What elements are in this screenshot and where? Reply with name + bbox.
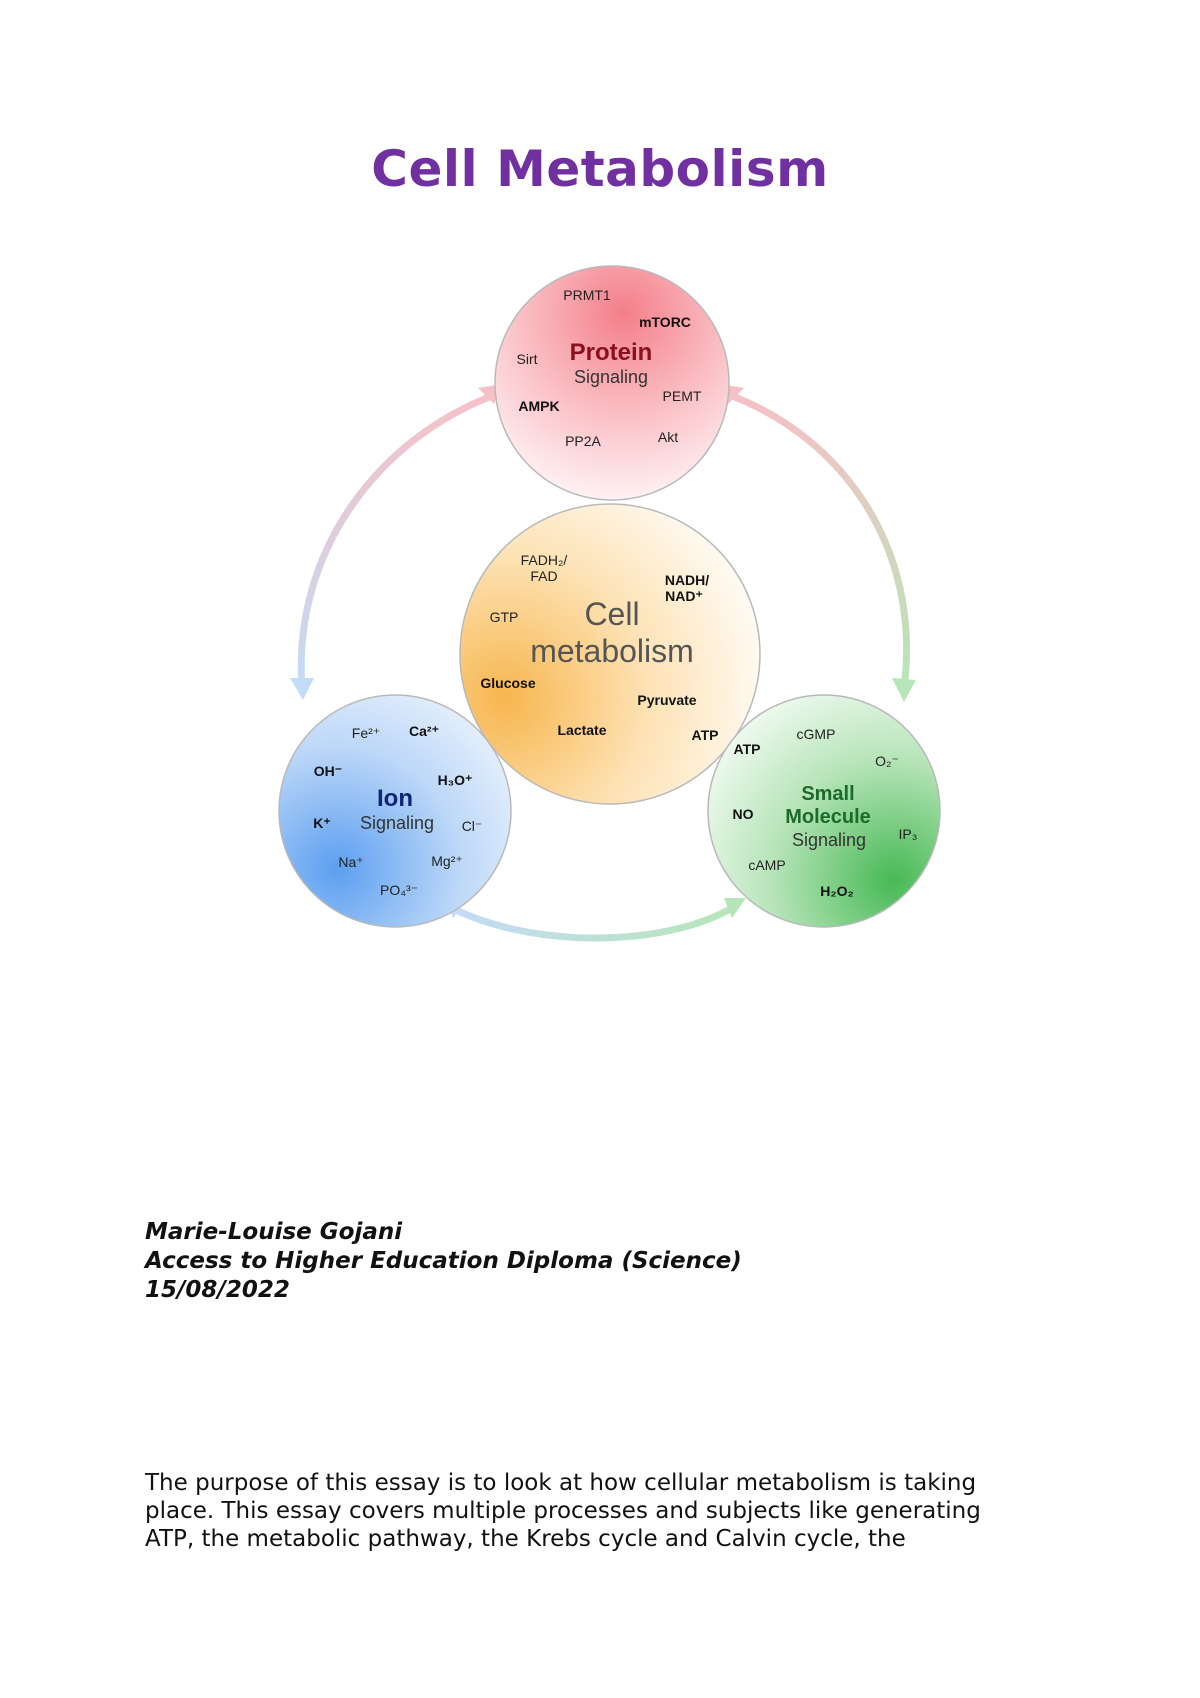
author-block: Marie-Louise Gojani Access to Higher Edu… (145, 1218, 742, 1305)
protein-item: PEMT (663, 388, 702, 404)
arrow-ion-small (440, 898, 746, 942)
center-item-nadh: NADH/ (665, 572, 709, 588)
protein-item: PRMT1 (563, 287, 611, 303)
ion-item-k: K⁺ (313, 815, 331, 831)
ion-item-mg: Mg²⁺ (431, 853, 463, 869)
protein-signaling-circle: Protein Signaling PRMT1 mTORC Sirt PEMT … (494, 265, 730, 501)
intro-line: place. This essay covers multiple proces… (145, 1498, 981, 1524)
intro-line: ATP, the metabolic pathway, the Krebs cy… (145, 1526, 906, 1552)
ion-item-oh: OH⁻ (314, 763, 342, 779)
center-title-line1: Cell (584, 596, 639, 632)
small-molecule-signaling-circle: Small Molecule Signaling ATP cGMP O₂⁻ NO… (707, 694, 941, 928)
document-title: Cell Metabolism (371, 140, 829, 198)
ion-item-fe: Fe²⁺ (352, 725, 380, 741)
small-item-camp: cAMP (748, 857, 785, 873)
ion-item-na: Na⁺ (338, 854, 363, 870)
ion-item-cl: Cl⁻ (462, 818, 483, 834)
course-name: Access to Higher Education Diploma (Scie… (145, 1248, 742, 1274)
intro-paragraph: The purpose of this essay is to look at … (145, 1469, 1065, 1553)
center-item-pyruvate: Pyruvate (637, 692, 696, 708)
intro-line: The purpose of this essay is to look at … (145, 1470, 977, 1496)
center-item-atp: ATP (692, 727, 719, 743)
ion-signaling-circle: Ion Signaling Fe²⁺ Ca²⁺ OH⁻ H₃O⁺ K⁺ Cl⁻ … (278, 694, 512, 928)
cell-metabolism-diagram: Protein Signaling PRMT1 mTORC Sirt PEMT … (262, 258, 942, 958)
protein-item: Akt (658, 429, 678, 445)
center-item-fadh: FADH₂/ (521, 552, 568, 568)
center-item-fad: FAD (530, 568, 557, 584)
small-item-o2: O₂⁻ (875, 753, 899, 769)
protein-item: mTORC (639, 314, 691, 330)
document-date: 15/08/2022 (145, 1277, 290, 1303)
small-item-no: NO (733, 806, 754, 822)
protein-item: Sirt (517, 351, 538, 367)
small-item-ip3: IP₃ (899, 826, 918, 842)
center-title-line2: metabolism (530, 633, 694, 669)
author-name: Marie-Louise Gojani (145, 1219, 403, 1245)
protein-item: AMPK (518, 398, 559, 414)
small-title-line1: Small (801, 783, 854, 805)
small-title-line2: Molecule (785, 806, 871, 828)
center-item-nad: NAD⁺ (665, 588, 703, 604)
diagram-svg: Protein Signaling PRMT1 mTORC Sirt PEMT … (278, 265, 941, 942)
small-subtitle: Signaling (792, 830, 866, 850)
protein-item: PP2A (565, 433, 601, 449)
cell-metabolism-circle: Cell metabolism FADH₂/ FAD NADH/ NAD⁺ GT… (459, 503, 761, 805)
ion-item-po4: PO₄³⁻ (380, 882, 418, 898)
ion-subtitle: Signaling (360, 813, 434, 833)
center-item-gtp: GTP (490, 609, 519, 625)
ion-title: Ion (377, 785, 413, 812)
center-item-glucose: Glucose (480, 675, 535, 691)
ion-item-ca: Ca²⁺ (409, 723, 439, 739)
center-item-lactate: Lactate (557, 722, 606, 738)
small-item-atp: ATP (734, 741, 761, 757)
small-item-cgmp: cGMP (797, 726, 836, 742)
ion-item-h3o: H₃O⁺ (438, 772, 473, 788)
protein-subtitle: Signaling (574, 367, 648, 387)
small-item-h2o2: H₂O₂ (820, 883, 853, 899)
protein-title: Protein (570, 339, 653, 366)
